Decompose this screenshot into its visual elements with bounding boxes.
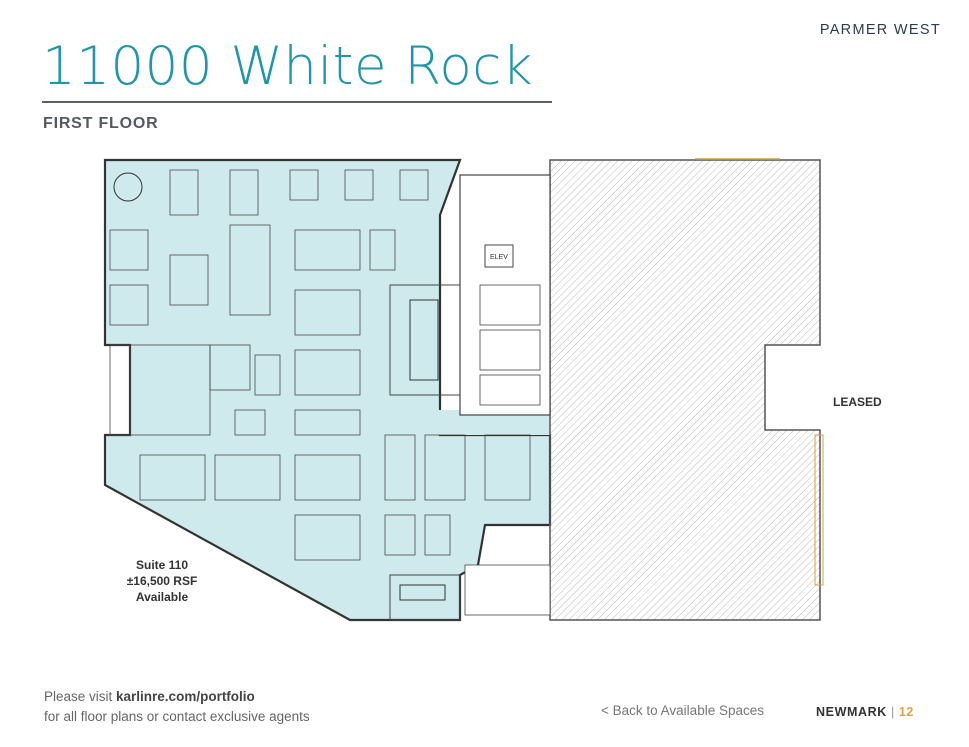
portfolio-link[interactable]: karlinre.com/portfolio — [116, 689, 255, 704]
page-title: 11000 White Rock — [42, 36, 534, 97]
workstations — [109, 169, 531, 561]
suite-110-area-east — [385, 410, 550, 435]
elevator — [484, 244, 514, 268]
floor-plan: ELEV — [103, 158, 824, 622]
conference-room — [389, 284, 461, 396]
visit-prefix: Please visit — [44, 689, 117, 704]
suite-status: Available — [135, 590, 189, 604]
leased-area — [549, 159, 821, 621]
footer-separator: | — [890, 705, 895, 719]
page-footer-brand: NEWMARK | 12 — [816, 705, 914, 719]
round-table — [113, 172, 143, 202]
title-divider — [42, 101, 552, 103]
floor-subtitle: FIRST FLOOR — [43, 115, 159, 132]
company-name: NEWMARK — [816, 705, 887, 719]
page-number: 12 — [898, 705, 914, 719]
suite-label: Suite 110 ±16,500 RSF Available — [118, 557, 206, 605]
visit-line2: for all floor plans or contact exclusive… — [44, 709, 310, 724]
leased-window-east — [814, 434, 824, 586]
suite-size: ±16,500 RSF — [126, 574, 198, 588]
footer-visit: Please visit karlinre.com/portfolio for … — [44, 687, 310, 727]
conference-room-south — [389, 574, 461, 621]
brand-logo-text: PARMER WEST — [819, 22, 941, 38]
elevator-label: ELEV — [490, 254, 508, 261]
back-to-spaces-link[interactable]: < Back to Available Spaces — [601, 703, 764, 718]
suite-name: Suite 110 — [135, 558, 189, 572]
leased-label: LEASED — [833, 395, 882, 409]
